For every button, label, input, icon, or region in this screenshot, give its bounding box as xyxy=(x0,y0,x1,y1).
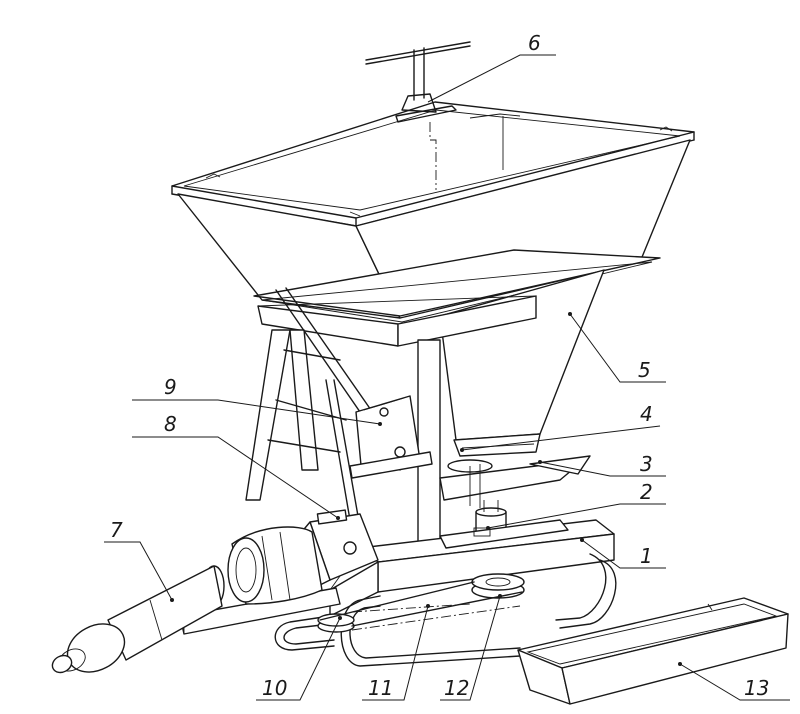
collection-tray xyxy=(517,597,789,705)
spinner-disc xyxy=(439,455,591,508)
callout-7: 7 xyxy=(110,518,123,542)
callout-13: 13 xyxy=(744,676,769,700)
callout-1: 1 xyxy=(640,544,653,568)
hopper xyxy=(171,101,695,457)
leader-lines xyxy=(104,54,790,701)
motor-assembly xyxy=(51,509,379,674)
callout-3: 3 xyxy=(640,452,653,476)
callout-6: 6 xyxy=(528,31,541,55)
callout-10: 10 xyxy=(262,676,287,700)
agitator-handle xyxy=(365,41,471,190)
callout-8: 8 xyxy=(164,412,177,436)
callout-12: 12 xyxy=(444,676,469,700)
callout-4: 4 xyxy=(640,402,653,426)
callout-11: 11 xyxy=(368,676,393,700)
callout-9: 9 xyxy=(164,375,177,399)
main-frame xyxy=(179,519,617,667)
callout-5: 5 xyxy=(638,358,651,382)
hopper-support-bracket xyxy=(245,287,537,567)
callout-2: 2 xyxy=(640,480,653,504)
